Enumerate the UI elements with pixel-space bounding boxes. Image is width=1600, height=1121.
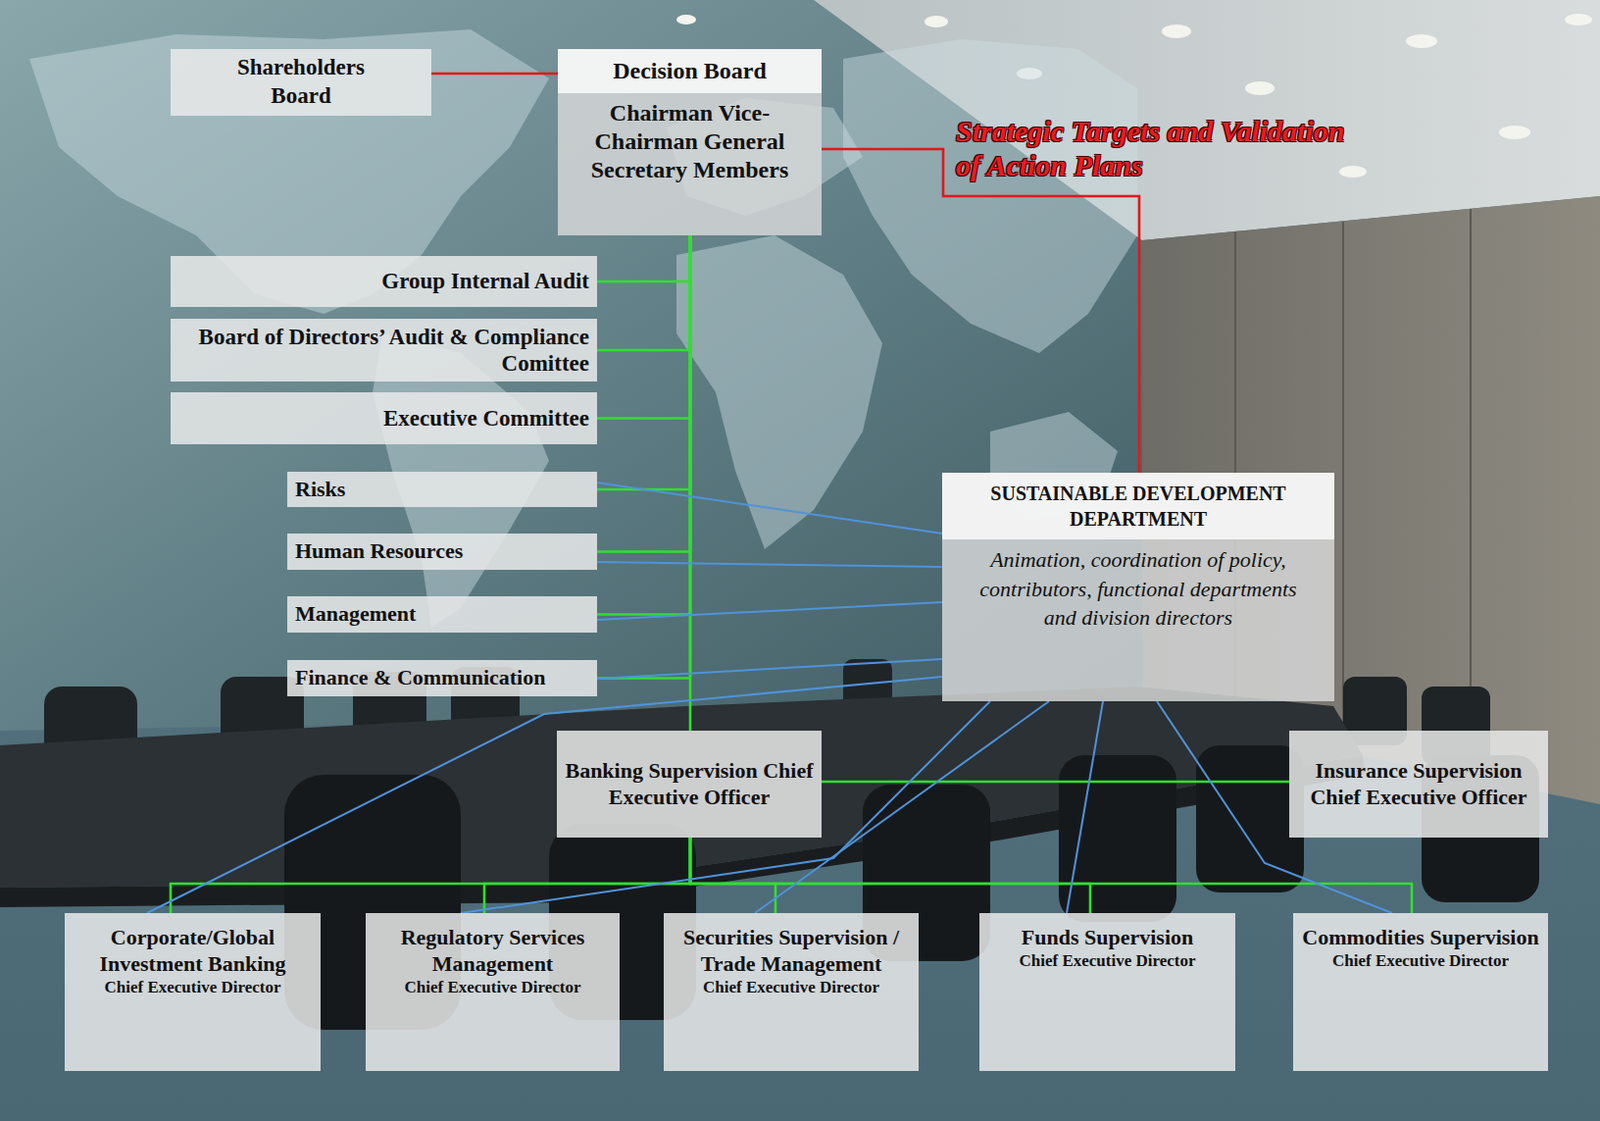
box-title: Risks: [295, 476, 590, 502]
connector-line: [484, 837, 691, 913]
connector-line: [597, 235, 691, 419]
box-text: Chief Executive Director: [671, 977, 911, 998]
connector-line: [1066, 700, 1103, 913]
box-text: Chief Executive Director: [72, 977, 313, 998]
box-title: Shareholders Board: [224, 53, 378, 111]
org-box: Human Resources: [287, 533, 598, 570]
connector-line: [597, 235, 691, 679]
connector-line: [431, 72, 558, 76]
connector-line: [690, 837, 776, 913]
box-text: Chief Executive Director: [1300, 950, 1541, 971]
connector-line: [597, 235, 691, 282]
box-title: Management: [295, 600, 590, 627]
org-box: Finance & Communication: [287, 659, 598, 697]
connector-line: [689, 235, 693, 731]
org-box: Regulatory Services ManagementChief Exec…: [365, 912, 620, 1071]
connector-line: [597, 561, 943, 567]
org-box: Decision BoardChairman Vice-Chairman Gen…: [557, 49, 822, 236]
connector-line: [460, 700, 991, 913]
box-title: Commodities Supervision: [1300, 924, 1541, 951]
org-box: Shareholders Board: [170, 49, 432, 116]
box-text: Chief Executive Director: [373, 977, 612, 998]
light: [1161, 24, 1192, 39]
org-box: Insurance Supervision Chief Executive Of…: [1289, 730, 1549, 838]
box-title: Human Resources: [295, 538, 590, 564]
box-title: Regulatory Services Management: [373, 924, 612, 978]
light: [1405, 34, 1438, 49]
connector-line: [690, 837, 1412, 913]
org-box: Management: [287, 596, 598, 633]
panel-seam: [1342, 221, 1345, 748]
edge-label: Strategic Targets and Validation of Acti…: [955, 114, 1368, 183]
connector-line: [170, 837, 691, 913]
org-box: Group Internal Audit: [170, 255, 598, 307]
box-title: Insurance Supervision Chief Executive Of…: [1295, 757, 1543, 811]
box-title: SUSTAINABLE DEVELOPMENT DEPARTMENT: [942, 472, 1335, 540]
box-title: Group Internal Audit: [178, 267, 590, 295]
light: [1339, 165, 1367, 178]
box-title: Securities Supervision / Trade Managemen…: [671, 924, 911, 978]
connector-line: [597, 235, 691, 490]
connector-line: [597, 235, 691, 350]
box-title: Finance & Communication: [295, 664, 590, 691]
africa: [676, 235, 883, 550]
box-title: Corporate/Global Investment Banking: [72, 924, 313, 978]
org-box: Board of Directors’ Audit & Compliance C…: [170, 318, 598, 382]
light: [1245, 81, 1275, 96]
chair: [1196, 745, 1304, 893]
connector-line: [690, 837, 1091, 913]
connector-line: [597, 482, 943, 534]
org-box: SUSTAINABLE DEVELOPMENT DEPARTMENTAnimat…: [942, 472, 1335, 701]
connector-line: [597, 601, 943, 620]
box-title: Executive Committee: [178, 404, 590, 432]
connector-line: [147, 676, 943, 913]
connector-line: [597, 658, 943, 679]
connector-line: [821, 780, 1290, 784]
connector-line: [821, 149, 1140, 473]
box-text: Chief Executive Director: [987, 950, 1228, 971]
org-box: Risks: [287, 471, 598, 507]
box-title: Funds Supervision: [987, 924, 1228, 951]
connector-line: [597, 235, 691, 552]
connector-line: [597, 235, 691, 615]
light: [1564, 13, 1593, 26]
org-box: Commodities SupervisionChief Executive D…: [1293, 912, 1549, 1071]
org-box: Corporate/Global Investment BankingChief…: [64, 912, 321, 1071]
light: [1499, 125, 1531, 140]
light: [676, 14, 697, 25]
box-text: Chairman Vice-Chairman General Secretary…: [557, 93, 822, 192]
box-title: Banking Supervision Chief Executive Offi…: [562, 757, 816, 811]
org-box: Banking Supervision Chief Executive Offi…: [556, 730, 822, 838]
box-title: Board of Directors’ Audit & Compliance C…: [178, 323, 590, 377]
org-box: Funds SupervisionChief Executive Directo…: [979, 912, 1236, 1071]
org-box: Securities Supervision / Trade Managemen…: [663, 912, 919, 1071]
org-box: Executive Committee: [170, 392, 598, 445]
box-text: Animation, coordination of policy, contr…: [942, 539, 1335, 639]
box-title: Decision Board: [557, 49, 822, 94]
light: [924, 15, 949, 28]
chair: [1058, 754, 1177, 922]
